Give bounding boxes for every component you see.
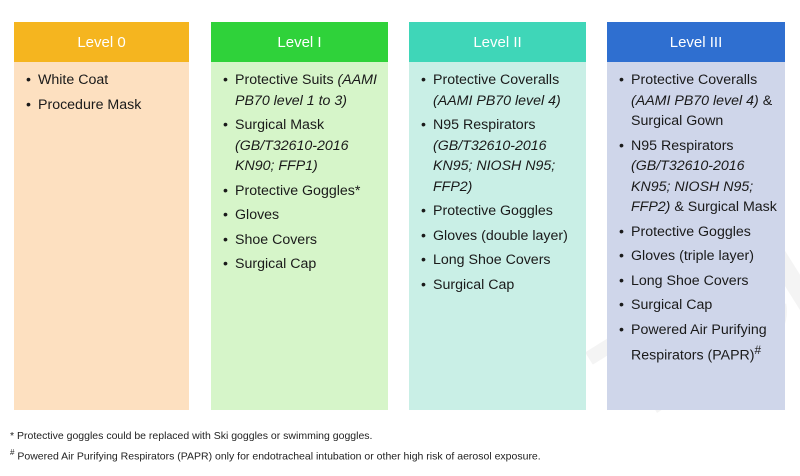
list-item: Protective Coveralls (AAMI PB70 level 4)…: [619, 70, 777, 132]
list-item: Protective Goggles*: [223, 181, 380, 202]
list-item: Gloves (triple layer): [619, 246, 777, 267]
list-item: Surgical Cap: [619, 295, 777, 316]
level-2-list: Protective Coveralls (AAMI PB70 level 4)…: [421, 70, 578, 295]
footnote-papr: # Powered Air Purifying Respirators (PAP…: [10, 448, 541, 463]
level-3-title: Level III: [669, 33, 723, 51]
level-3-column: Level III Protective Coveralls (AAMI PB7…: [607, 22, 785, 410]
list-item: Surgical Mask (GB/T32610-2016 KN90; FFP1…: [223, 115, 380, 177]
list-item: White Coat: [26, 70, 181, 91]
level-2-header: Level II: [409, 22, 586, 62]
level-1-header: Level I: [211, 22, 388, 62]
list-item: Surgical Cap: [223, 254, 380, 275]
level-1-column: Level I Protective Suits (AAMI PB70 leve…: [211, 22, 388, 410]
level-3-body: Protective Coveralls (AAMI PB70 level 4)…: [607, 62, 785, 410]
list-item: Procedure Mask: [26, 95, 181, 116]
list-item: N95 Respirators (GB/T32610-2016 KN95; NI…: [421, 115, 578, 197]
level-0-title: Level 0: [77, 33, 126, 51]
level-1-title: Level I: [277, 33, 322, 51]
list-item: Powered Air Purifying Respirators (PAPR)…: [619, 320, 777, 367]
footnote-goggles: * Protective goggles could be replaced w…: [10, 430, 373, 442]
level-2-column: Level II Protective Coveralls (AAMI PB70…: [409, 22, 586, 410]
list-item: N95 Respirators (GB/T32610-2016 KN95; NI…: [619, 136, 777, 218]
level-1-list: Protective Suits (AAMI PB70 level 1 to 3…: [223, 70, 380, 275]
list-item: Long Shoe Covers: [421, 250, 578, 271]
level-1-body: Protective Suits (AAMI PB70 level 1 to 3…: [211, 62, 388, 410]
level-3-header: Level III: [607, 22, 785, 62]
list-item: Protective Goggles: [421, 201, 578, 222]
list-item: Long Shoe Covers: [619, 271, 777, 292]
level-0-column: Level 0 White Coat Procedure Mask: [14, 22, 189, 410]
list-item: Gloves: [223, 205, 380, 226]
list-item: Protective Goggles: [619, 222, 777, 243]
level-2-body: Protective Coveralls (AAMI PB70 level 4)…: [409, 62, 586, 410]
list-item: Protective Suits (AAMI PB70 level 1 to 3…: [223, 70, 380, 111]
level-0-body: White Coat Procedure Mask: [14, 62, 189, 410]
level-0-list: White Coat Procedure Mask: [26, 70, 181, 115]
list-item: Gloves (double layer): [421, 226, 578, 247]
level-2-title: Level II: [473, 33, 522, 51]
list-item: Protective Coveralls (AAMI PB70 level 4): [421, 70, 578, 111]
level-0-header: Level 0: [14, 22, 189, 62]
level-3-list: Protective Coveralls (AAMI PB70 level 4)…: [619, 70, 777, 366]
list-item: Shoe Covers: [223, 230, 380, 251]
list-item: Surgical Cap: [421, 275, 578, 296]
